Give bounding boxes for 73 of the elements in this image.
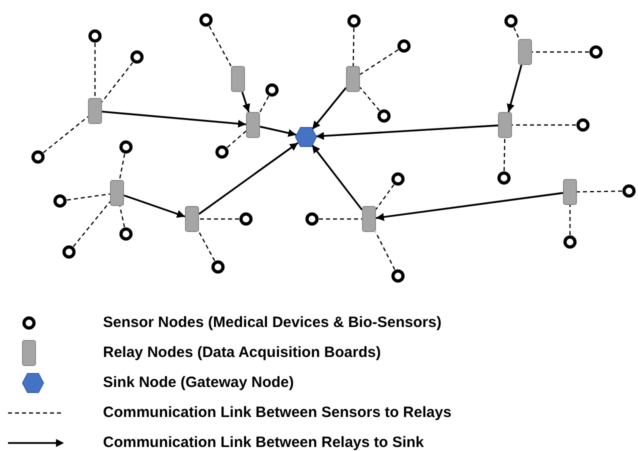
sensor-ring <box>215 145 229 159</box>
dashed-link <box>94 43 96 98</box>
sensor-ring <box>239 212 253 226</box>
relay-box <box>362 206 376 232</box>
sensor-ring <box>119 227 133 241</box>
dashed-link <box>376 184 394 210</box>
sensor-ring <box>397 39 411 53</box>
arrow <box>124 194 186 218</box>
sensor-ring <box>576 118 590 132</box>
sensor-ring <box>199 13 213 27</box>
dashed-link <box>199 218 239 220</box>
dashed-link <box>208 26 232 66</box>
dashed-link <box>513 27 520 40</box>
arrow <box>312 87 347 130</box>
dashed-link <box>198 232 216 262</box>
dashed-link <box>119 206 126 228</box>
relay-box <box>231 66 245 92</box>
sensor-ring <box>53 194 67 208</box>
sensor-ring <box>88 29 102 43</box>
dashed-link <box>66 193 110 201</box>
relay-box <box>498 112 512 138</box>
relay-box <box>185 206 199 232</box>
dashed-link <box>576 190 622 192</box>
dashed-link <box>504 138 506 172</box>
relay-box <box>246 112 260 138</box>
relay-box <box>346 66 360 92</box>
sensor-ring <box>622 184 636 198</box>
legend-text: Sink Node (Gateway Node) <box>103 372 294 393</box>
dashed-link <box>360 49 398 75</box>
arrow <box>376 192 564 221</box>
relay-box <box>518 39 532 65</box>
arrow <box>316 124 498 140</box>
sensor-ring <box>119 140 133 154</box>
arrow <box>102 110 246 128</box>
dashed-link <box>319 218 362 220</box>
sensor-ring <box>347 14 361 28</box>
sensor-ring <box>391 172 405 186</box>
dashed-link <box>102 62 134 102</box>
sensor-ring <box>130 50 144 64</box>
dashed-link <box>352 28 354 66</box>
sensor-ring <box>563 235 577 249</box>
dashed-link <box>118 154 126 180</box>
dashed-link <box>375 232 396 270</box>
legend-text: Relay Nodes (Data Acquisition Boards) <box>103 342 381 363</box>
arrow <box>311 144 363 210</box>
sensor-ring <box>391 269 405 283</box>
arrow <box>506 64 522 112</box>
legend-text: Communication Link Between Relays to Sink <box>103 432 424 451</box>
relay-box <box>88 98 102 124</box>
arrow <box>198 142 298 215</box>
sensor-ring <box>504 14 518 28</box>
sink-hexagon <box>295 127 317 147</box>
dashed-link <box>259 96 270 112</box>
sensor-ring <box>377 109 391 123</box>
relay-box <box>110 180 124 206</box>
arrow <box>260 126 296 137</box>
sensor-ring <box>305 212 319 226</box>
sensor-ring <box>62 245 76 259</box>
arrow <box>241 92 250 112</box>
sensor-ring <box>265 83 279 97</box>
legend-text: Communication Link Between Sensors to Relays <box>103 402 452 423</box>
dashed-link <box>43 116 88 154</box>
sensor-ring <box>497 171 511 185</box>
dashed-link <box>512 124 576 126</box>
sensor-ring <box>211 260 225 274</box>
sensor-ring <box>31 150 45 164</box>
sensor-ring <box>589 45 603 59</box>
relay-box <box>563 179 577 205</box>
dashed-link <box>226 130 246 148</box>
legend-text: Sensor Nodes (Medical Devices & Bio-Sensors) <box>103 312 442 333</box>
dashed-link <box>72 201 110 247</box>
dashed-link <box>569 205 571 235</box>
dashed-link <box>360 86 380 112</box>
